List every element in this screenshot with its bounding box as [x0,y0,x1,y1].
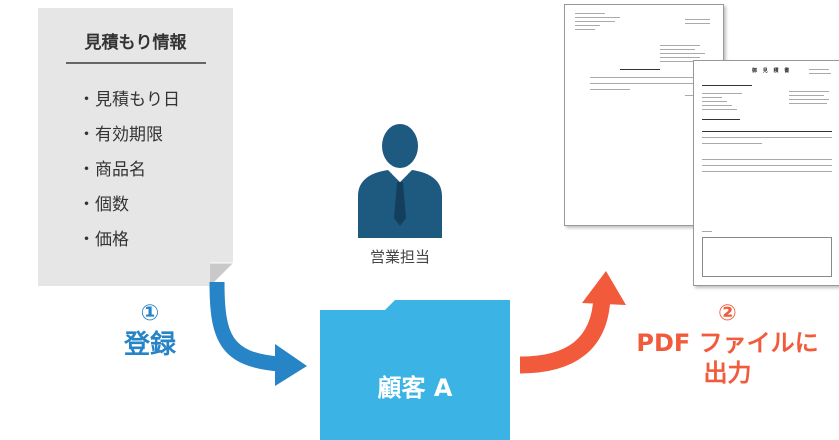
step-1-text: 登録 [123,330,176,360]
person-label: 営業担当 [369,248,430,266]
estimate-info-card: 見積もり情報 ・見積もり日 ・有効期限 ・商品名 ・個数 ・価格 [38,8,233,286]
person-icon [358,124,442,238]
customer-folder: 顧客 A [320,300,510,440]
list-item: ・商品名 [78,160,146,180]
quotation-title: 御 見 積 書 [752,68,792,74]
step-2-text-line2: 出力 [703,359,752,387]
info-card-title: 見積もり情報 [84,33,187,53]
step-1-number: ① [140,301,160,326]
step-2-label: ② PDF ファイルに 出力 [620,300,835,388]
list-item: ・有効期限 [78,125,163,145]
list-item: ・価格 [78,230,129,250]
list-item: ・個数 [78,195,129,215]
list-item: ・見積もり日 [78,90,180,110]
folder-label: 顧客 A [377,374,453,402]
export-arrow [520,271,626,374]
register-arrow [209,282,307,386]
step-1-label: ① 登録 [110,300,190,362]
step-2-text-line1: PDF ファイルに [636,329,819,357]
step-2-number: ② [718,301,737,326]
info-card-list: ・見積もり日 ・有効期限 ・商品名 ・個数 ・価格 [78,88,180,263]
info-card-divider [66,62,206,64]
pdf-quotation-thumbnail: 御 見 積 書 [693,60,839,286]
